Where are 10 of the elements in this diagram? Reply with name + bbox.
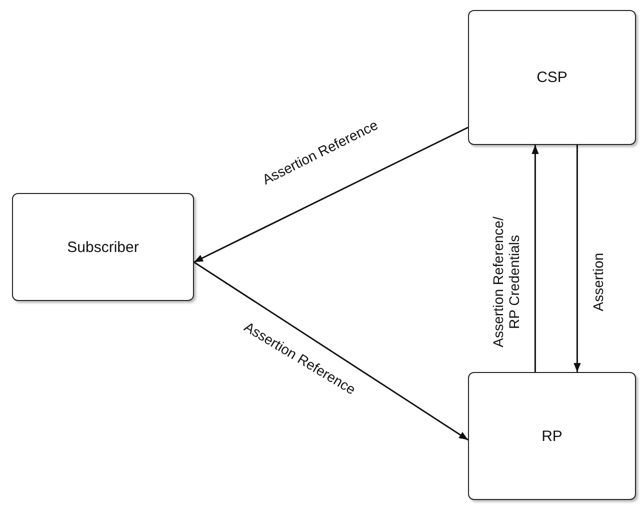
arrow — [574, 145, 581, 372]
process-box — [468, 10, 636, 145]
arrow — [532, 145, 539, 372]
arrow — [194, 126, 468, 263]
process-box — [12, 193, 194, 301]
node-label: RP — [542, 428, 562, 444]
process-box — [468, 372, 636, 500]
node-label: Subscriber — [67, 238, 139, 256]
arrow — [194, 262, 468, 440]
node-label: CSP — [536, 69, 568, 86]
